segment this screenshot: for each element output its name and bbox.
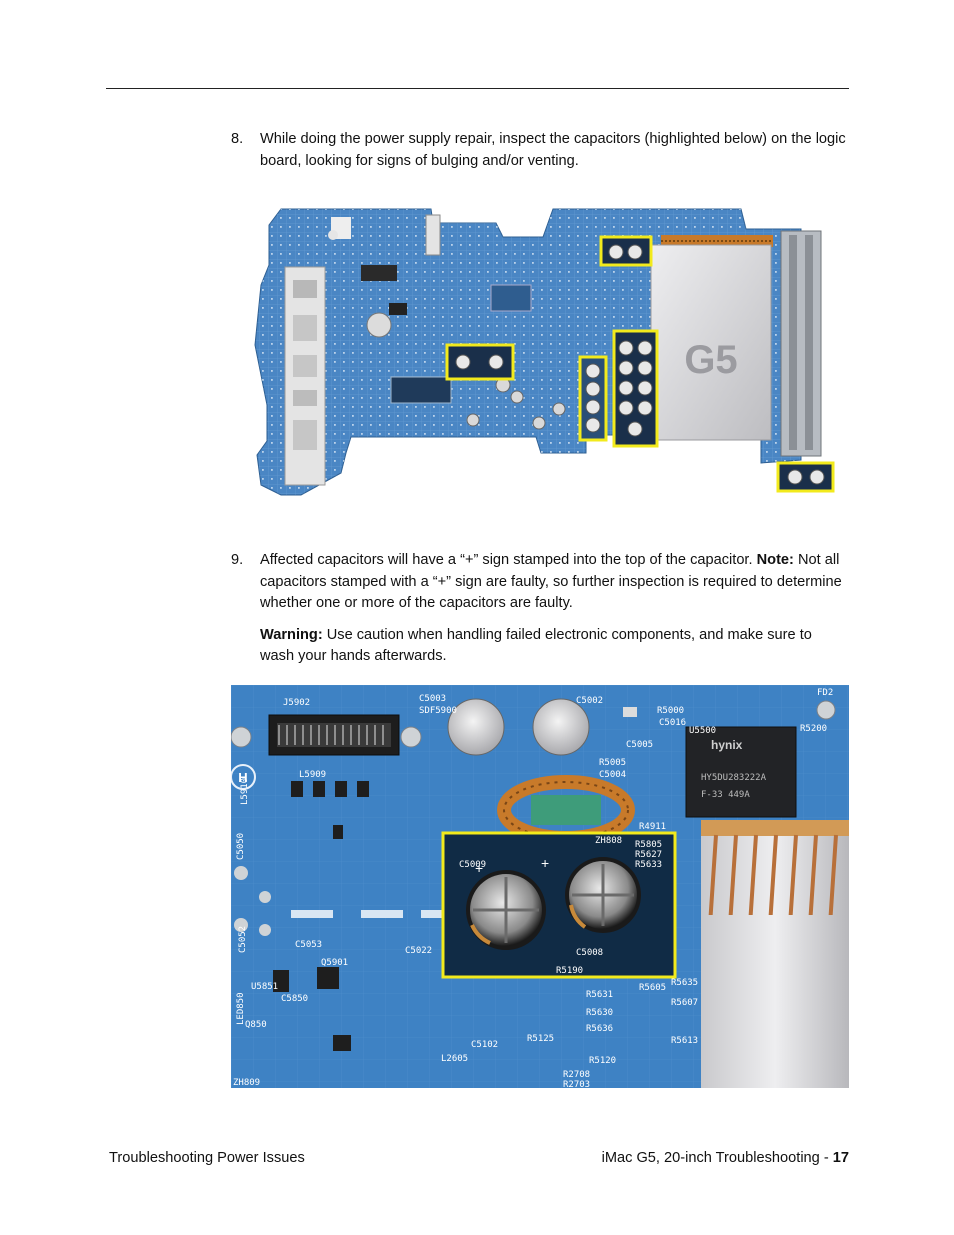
- silk-q5901: Q5901: [321, 958, 348, 968]
- header-rule: [106, 88, 849, 89]
- warning-text: Use caution when handling failed electro…: [260, 626, 812, 665]
- silk-u5500: U5500: [689, 726, 716, 736]
- silk-zh809: ZH809: [233, 1078, 260, 1088]
- page-number: 17: [832, 1150, 849, 1166]
- cap-highlight-column-right: [612, 329, 659, 448]
- silk-c5004: C5004: [599, 770, 626, 780]
- warning-label: Warning:: [260, 626, 323, 643]
- silk-r5613: R5613: [671, 1036, 698, 1046]
- silk-r5005: R5005: [599, 758, 626, 768]
- silk-r5631: R5631: [586, 990, 613, 1000]
- silk-r5190: R5190: [556, 966, 583, 976]
- silk-zh808: ZH808: [595, 836, 622, 846]
- silk-r5200: R5200: [800, 724, 827, 734]
- footer-section-title: Troubleshooting Power Issues: [109, 1150, 305, 1166]
- step-9: 9. Affected capacitors will have a “+” s…: [231, 550, 849, 668]
- silk-r2703: R2703: [563, 1080, 590, 1088]
- silk-l5910: L5910: [240, 778, 250, 805]
- note-text: Not all capacitors stamped with a “+” si…: [260, 552, 842, 611]
- footer-page-info: iMac G5, 20-inch Troubleshooting - 17: [602, 1150, 849, 1166]
- silk-r4911: R4911: [639, 822, 666, 832]
- silk-c5102: C5102: [471, 1040, 498, 1050]
- silk-r5805: R5805: [635, 840, 662, 850]
- note-label: Note:: [756, 552, 794, 568]
- silk-r5125: R5125: [527, 1034, 554, 1044]
- silk-r5605: R5605: [639, 983, 666, 993]
- cap-highlight-middle: [445, 343, 515, 381]
- silk-h: H: [238, 770, 247, 785]
- silk-r5635: R5635: [671, 978, 698, 988]
- silk-l5909: L5909: [299, 770, 326, 780]
- logic-board-figure: G5: [254, 208, 835, 496]
- silk-c5016: C5016: [659, 718, 686, 728]
- step-8: 8. While doing the power supply repair, …: [231, 129, 849, 172]
- chip-brand: hynix: [711, 738, 743, 752]
- silk-c5002: C5002: [576, 696, 603, 706]
- cap-highlight-top: [599, 235, 653, 267]
- footer-doc-title: iMac G5, 20-inch Troubleshooting -: [601, 1150, 833, 1166]
- silk-r5627: R5627: [635, 850, 662, 860]
- silk-u5851: U5851: [251, 982, 278, 992]
- silk-r5630: R5630: [586, 1008, 613, 1018]
- chip-line-1: HY5DU283222A: [701, 773, 767, 783]
- silk-c5053: C5053: [295, 940, 322, 950]
- silk-sdf5900: SDF5900: [419, 706, 457, 716]
- silk-r5000: R5000: [657, 706, 684, 716]
- svg-text:+: +: [475, 860, 483, 876]
- step-number: 8.: [231, 131, 244, 147]
- svg-text:+: +: [541, 855, 549, 871]
- warning-paragraph: Warning: Use caution when handling faile…: [260, 625, 849, 668]
- step-text: Affected capacitors will have a “+” sign…: [260, 550, 849, 615]
- silk-c5052: C5052: [238, 926, 248, 953]
- silk-j5902: J5902: [283, 698, 310, 708]
- step-number: 9.: [231, 552, 244, 568]
- step-text-main: Affected capacitors will have a “+” sign…: [260, 552, 753, 568]
- silk-q850: Q850: [245, 1020, 267, 1030]
- silk-r5120: R5120: [589, 1056, 616, 1066]
- cap-highlight-bottom-right: [776, 461, 835, 493]
- silk-r5636: R5636: [586, 1024, 613, 1034]
- silk-c5009: C5009: [459, 860, 486, 870]
- silk-c5003: C5003: [419, 694, 446, 704]
- silk-c5022: C5022: [405, 946, 432, 956]
- silk-c5050: C5050: [236, 833, 246, 860]
- chip-line-2: F-33 449A: [701, 790, 750, 800]
- silk-r5607: R5607: [671, 998, 698, 1008]
- silk-led850: LED850: [236, 992, 246, 1025]
- cap-highlight-column-left: [578, 355, 608, 442]
- silk-fd2: FD2: [817, 688, 833, 698]
- step-text: While doing the power supply repair, ins…: [260, 131, 846, 169]
- silk-l2605: L2605: [441, 1054, 468, 1064]
- cap-highlight-closeup: + +: [441, 831, 677, 979]
- silk-r2708: R2708: [563, 1070, 590, 1080]
- g5-label: G5: [684, 338, 737, 382]
- silk-r5633: R5633: [635, 860, 662, 870]
- silk-c5005: C5005: [626, 740, 653, 750]
- capacitor-closeup-figure: H hynix HY5DU283222A F-33 449A + +: [231, 685, 849, 1088]
- silk-c5850: C5850: [281, 994, 308, 1004]
- silk-c5008: C5008: [576, 948, 603, 958]
